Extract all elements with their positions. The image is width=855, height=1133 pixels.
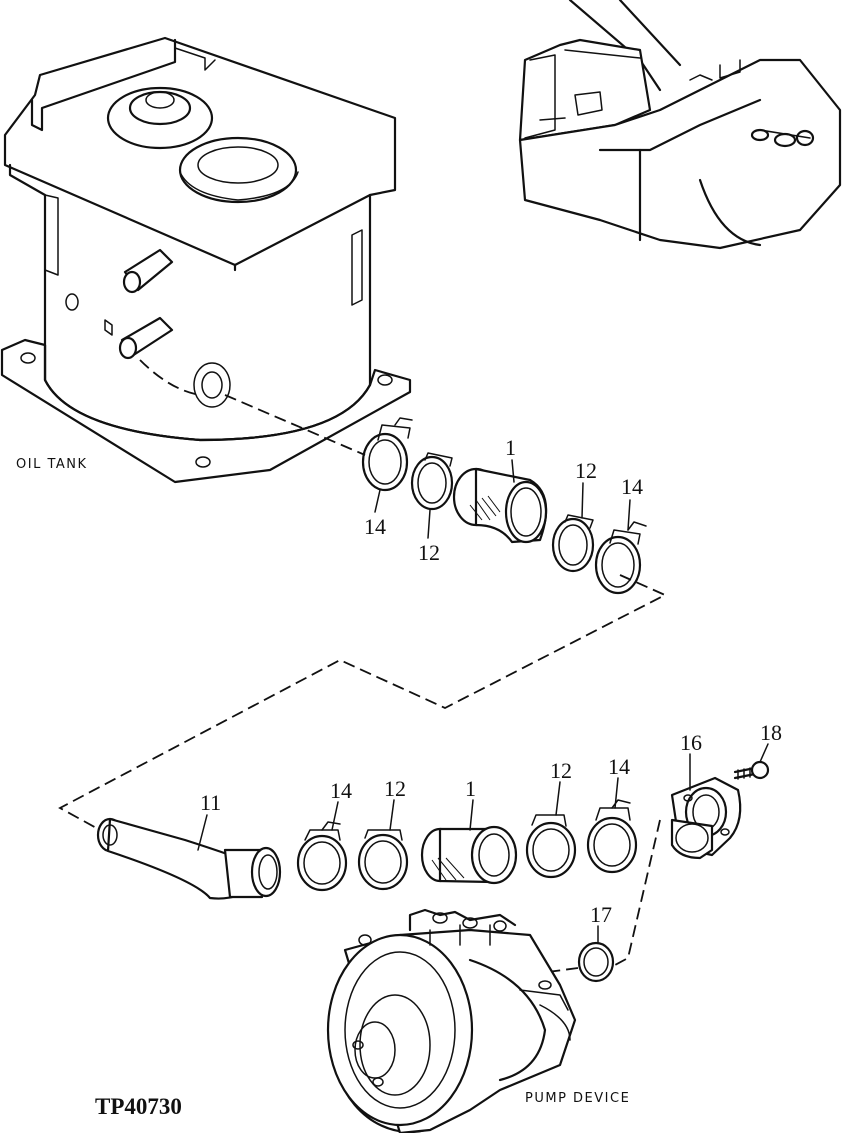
callout-12-upper-right: 12	[575, 458, 597, 483]
clamp-12-lower-left	[357, 829, 409, 891]
oil-tank-caption: OIL TANK	[16, 457, 88, 472]
clamp-12-upper-left	[410, 452, 454, 511]
excavator-locator-illustration	[518, 0, 842, 250]
upper-hose-clamp-assembly	[58, 417, 668, 831]
clamp-14-upper-right	[594, 521, 647, 595]
callout-14-lower-left: 14	[330, 778, 352, 803]
callout-12-lower-right: 12	[550, 758, 572, 783]
callout-leader-lines	[197, 459, 769, 944]
clamp-14-lower-right	[586, 799, 638, 874]
pump-device-illustration	[326, 908, 577, 1133]
pump-device-caption: PUMP DEVICE	[525, 1091, 630, 1106]
callout-14-lower-right: 14	[608, 754, 630, 779]
clamp-12-upper-right	[551, 514, 595, 573]
clamp-14-upper-left	[361, 417, 413, 492]
oil-tank-illustration	[0, 36, 412, 484]
callout-18: 18	[760, 720, 782, 745]
hose-1-upper	[452, 467, 548, 544]
pipe-11	[96, 817, 282, 900]
callout-17: 17	[590, 902, 612, 927]
flange-16	[670, 776, 742, 860]
callout-1-upper: 1	[505, 435, 516, 460]
hose-1-lower	[420, 825, 518, 885]
callout-1-lower: 1	[465, 776, 476, 801]
callout-16: 16	[680, 730, 702, 755]
callout-12-upper-left: 12	[418, 540, 440, 565]
callout-11: 11	[200, 790, 221, 815]
figure-id-label: TP40730	[95, 1094, 182, 1119]
oring-17	[577, 941, 615, 983]
bolt-18	[733, 760, 770, 780]
callout-12-lower-left: 12	[384, 776, 406, 801]
callout-14-upper-left: 14	[364, 514, 386, 539]
clamp-12-lower-right	[525, 814, 577, 879]
clamp-14-lower-left	[296, 821, 348, 892]
callout-14-upper-right: 14	[621, 474, 643, 499]
